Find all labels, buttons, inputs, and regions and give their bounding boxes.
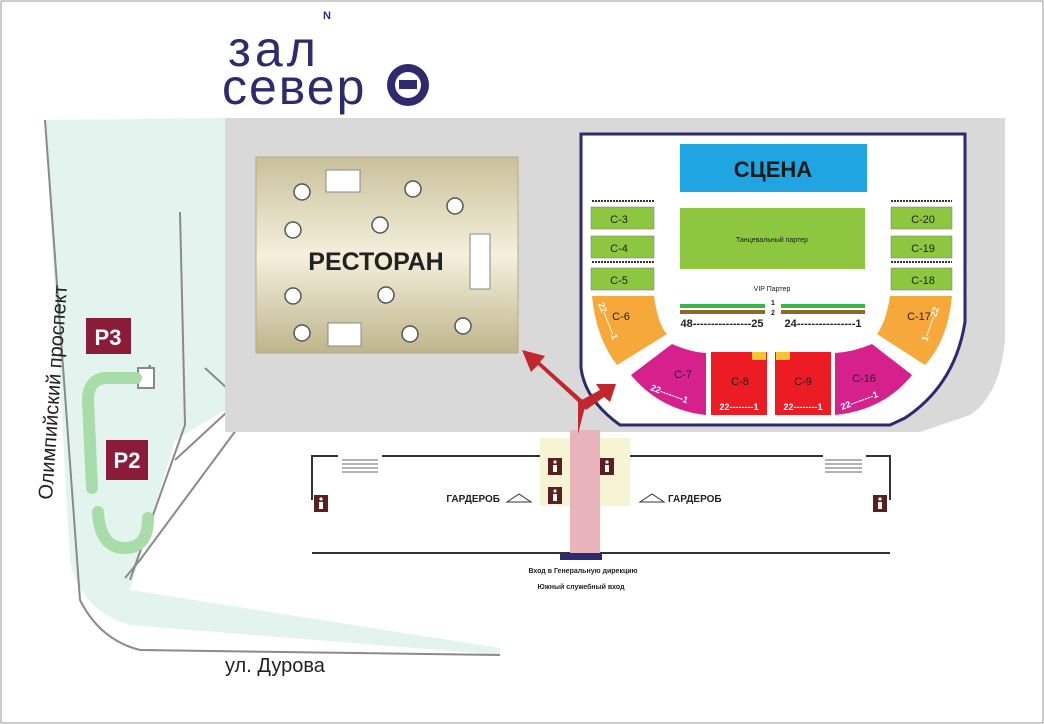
sector-c8-label: C-8 <box>731 376 749 388</box>
logo: N зал север <box>222 10 429 115</box>
walking-path <box>92 506 154 555</box>
dance-floor-label: Танцевальный партер <box>736 236 808 244</box>
parking-p3-label: P3 <box>95 325 122 350</box>
sector-c4-label: C-4 <box>610 243 628 255</box>
sector-c20-label: C-20 <box>911 214 935 226</box>
sector-c9-seat-range: 22--------1 <box>784 402 823 412</box>
wc-icons <box>314 458 887 512</box>
vip-left-seat-range: 48----------------25 <box>680 318 763 330</box>
sector-c9-label: C-9 <box>794 376 812 388</box>
street-edge-line <box>44 119 501 656</box>
sector-c7-label: C-7 <box>674 369 692 381</box>
hanger-icon <box>638 493 666 503</box>
street-label-durova: ул. Дурова <box>225 655 326 677</box>
sector-c9-marker <box>776 352 790 360</box>
logo-emblem-mark <box>399 80 417 89</box>
entrance-door <box>560 553 602 560</box>
stage-label: СЦЕНА <box>734 157 813 182</box>
entrance-label-1: Вход в Генеральную дирекцию <box>528 568 637 575</box>
sector-c3[interactable] <box>590 206 655 230</box>
logo-line2: север <box>222 59 366 115</box>
cloakroom-right-label: ГАРДЕРОБ <box>668 494 722 505</box>
stage <box>680 144 867 192</box>
hanger-icon <box>505 493 533 503</box>
sector-c6-label: C-6 <box>612 311 630 323</box>
logo-line1: зал <box>228 21 320 77</box>
sector-c6[interactable] <box>592 296 667 365</box>
sector-c20[interactable] <box>890 206 953 230</box>
vip-row-2-right[interactable] <box>781 310 865 314</box>
restaurant-bar-counter <box>469 233 491 290</box>
sector-c16-label: C-16 <box>852 373 876 385</box>
arrow-to-hall <box>578 384 616 410</box>
sector-c5-label: C-5 <box>610 275 628 287</box>
sector-c16[interactable] <box>835 344 912 415</box>
parking-p2-box <box>106 440 148 480</box>
vip-row-1-left[interactable] <box>680 304 765 308</box>
entrance-corridor <box>570 430 600 555</box>
sector-c8-seat-range: 22--------1 <box>720 402 759 412</box>
parking-p3-box <box>86 318 131 354</box>
restaurant-tables <box>284 180 472 343</box>
sector-c8[interactable] <box>711 352 767 415</box>
vip-label: VIP Партер <box>754 286 791 293</box>
parking-p2-label: P2 <box>114 448 141 473</box>
sector-c7[interactable] <box>631 344 706 415</box>
dance-floor[interactable] <box>680 208 865 269</box>
vip-row-number: 1 <box>771 300 775 307</box>
cloakroom-left-label: ГАРДЕРОБ <box>446 494 500 505</box>
arrow-to-restaurant <box>522 350 586 434</box>
sector-c19-label: C-19 <box>911 243 935 255</box>
sector-c8-marker <box>752 352 766 360</box>
vip-right-seat-range: 24----------------1 <box>785 318 862 330</box>
sector-c5[interactable] <box>590 267 655 291</box>
sector-c9[interactable] <box>775 352 831 415</box>
vip-row-2-left[interactable] <box>680 310 765 314</box>
sectors-right: C-20 C-19 C-18 <box>890 200 953 291</box>
sector-c17-label: C-17 <box>907 311 931 323</box>
park-area <box>45 118 500 655</box>
restaurant-table-long <box>327 322 362 347</box>
sector-c4[interactable] <box>590 235 655 259</box>
sectors-left: C-3 C-4 C-5 <box>590 200 655 291</box>
sector-c19[interactable] <box>890 235 953 259</box>
sector-c3-label: C-3 <box>610 214 628 226</box>
walking-path <box>81 372 142 494</box>
vip-row-number: 2 <box>771 310 775 317</box>
vip-row-1-right[interactable] <box>781 304 865 308</box>
restaurant-label: РЕСТОРАН <box>308 248 443 276</box>
sector-c17[interactable] <box>877 296 952 365</box>
inner-road-line <box>124 417 246 579</box>
restaurant-table-long <box>325 169 361 193</box>
sector-c18[interactable] <box>890 267 953 291</box>
north-marker: N <box>323 10 331 22</box>
sector-c18-label: C-18 <box>911 275 935 287</box>
entrance-label-2: Южный служебный вход <box>537 583 625 591</box>
lobby-stairs <box>342 459 862 473</box>
